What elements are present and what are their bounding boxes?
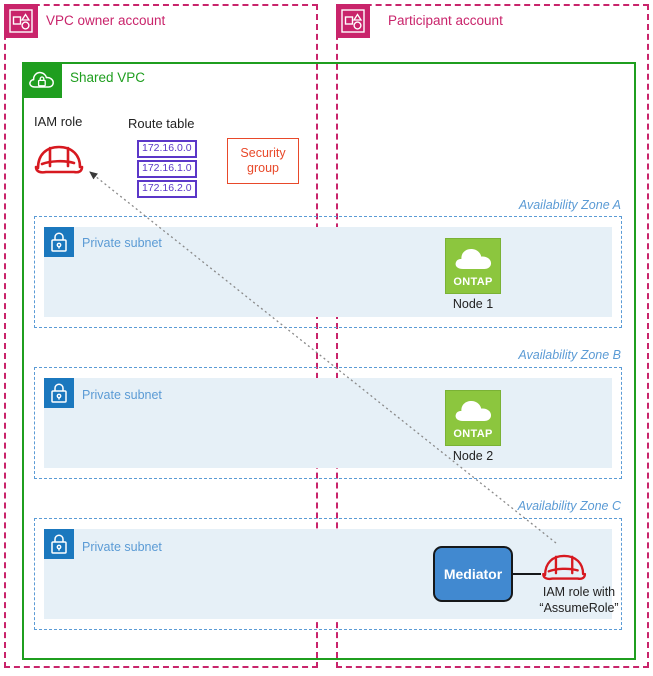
aws-account-icon [336,4,370,38]
mediator-label: Mediator [443,566,503,582]
iam-hardhat-icon [539,546,591,584]
security-group-box: Security group [227,138,299,184]
mediator-role-connector [513,573,541,575]
availability-zone-c-label: Availability Zone C [517,499,621,513]
assume-role-caption-line2: “AssumeRole” [539,601,619,615]
ontap-cloud-icon: ONTAP [445,238,501,294]
route-entry: 172.16.0.0 [137,140,197,158]
ontap-cloud-icon: ONTAP [445,390,501,446]
padlock-icon [44,378,74,408]
ontap-node-2-caption: Node 2 [452,449,494,463]
ontap-node-2: ONTAP Node 2 [445,390,501,463]
route-table-entries: 172.16.0.0 172.16.1.0 172.16.2.0 [137,140,197,198]
vpc-owner-account-title: VPC owner account [46,13,166,28]
private-subnet-c-label: Private subnet [82,540,162,554]
iam-role-label: IAM role [34,114,83,129]
ontap-icon-label: ONTAP [453,276,493,288]
private-subnet-b-label: Private subnet [82,388,162,402]
mediator-node: Mediator [433,546,513,602]
security-group-label-line1: Security [240,146,286,160]
padlock-icon [44,227,74,257]
ontap-node-1: ONTAP Node 1 [445,238,501,311]
ontap-node-1-caption: Node 1 [452,297,494,311]
private-subnet-a-label: Private subnet [82,236,162,250]
shared-vpc-boundary [22,62,636,660]
availability-zone-b-label: Availability Zone B [518,348,621,362]
assume-role-caption-line1: IAM role with [542,585,616,599]
security-group-label-line2: group [247,161,279,175]
availability-zone-a-label: Availability Zone A [518,198,621,212]
aws-account-icon [4,4,38,38]
assume-role-caption: IAM role with “AssumeRole” [524,584,634,616]
iam-hardhat-icon [32,136,88,178]
vpc-cloud-lock-icon [22,62,62,98]
route-table-label: Route table [128,116,195,131]
padlock-icon [44,529,74,559]
ontap-icon-label: ONTAP [453,428,493,440]
shared-vpc-title: Shared VPC [70,70,146,85]
route-entry: 172.16.1.0 [137,160,197,178]
route-entry: 172.16.2.0 [137,180,197,198]
participant-account-title: Participant account [388,13,503,28]
